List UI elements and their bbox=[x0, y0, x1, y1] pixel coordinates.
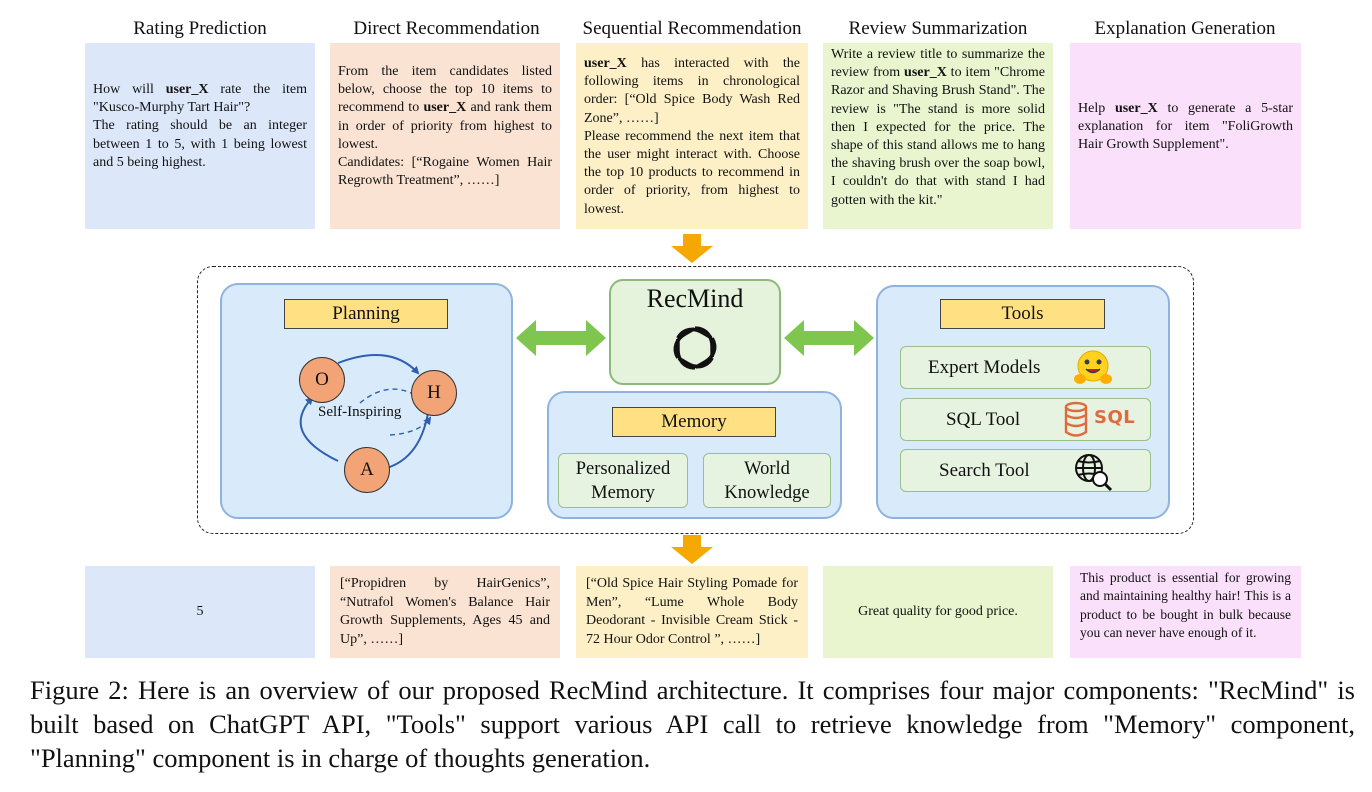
prompt-text: Help bbox=[1078, 101, 1115, 116]
prompt-text: From the item candidates listed below, c… bbox=[338, 64, 552, 116]
user-id: user_X bbox=[165, 82, 209, 97]
prompt-text: to item "Chrome Razor and Shaving Brush … bbox=[831, 65, 1045, 208]
user-id: user_X bbox=[904, 65, 947, 81]
tool-search-label: Search Tool bbox=[939, 459, 1030, 481]
recmind-title: RecMind bbox=[646, 284, 744, 313]
planning-header: Planning bbox=[284, 299, 448, 329]
planning-node-o: O bbox=[299, 357, 345, 403]
input-box-review-summarization: Write a review title to summarize the re… bbox=[823, 43, 1053, 229]
task-title-explanation-generation: Explanation Generation bbox=[1094, 18, 1276, 39]
memory-world-knowledge: World Knowledge bbox=[703, 453, 831, 508]
user-id: user_X bbox=[1114, 101, 1158, 116]
self-inspiring-label: Self-Inspiring bbox=[318, 404, 402, 420]
task-title-sequential-recommendation: Sequential Recommendation bbox=[582, 18, 802, 39]
output-text: 5 bbox=[196, 603, 204, 619]
tool-expert-models-label: Expert Models bbox=[928, 356, 1041, 378]
prompt-text: rate the item "Kusco-Murphy Tart Hair"? bbox=[93, 82, 308, 116]
user-id: user_X bbox=[423, 100, 467, 116]
output-text: This product is essential for growing an… bbox=[1080, 570, 1291, 640]
globe-search-icon bbox=[1075, 454, 1113, 492]
double-arrow-recmind-tools bbox=[784, 320, 874, 356]
output-box-explanation-generation: This product is essential for growing an… bbox=[1070, 566, 1301, 658]
memory-personalized-label: Personalized Memory bbox=[575, 458, 671, 503]
planning-node-a: A bbox=[344, 447, 390, 493]
memory-world-knowledge-label: World Knowledge bbox=[724, 458, 810, 503]
input-box-explanation-generation: Help user_X to generate a 5-star explana… bbox=[1070, 43, 1301, 229]
prompt-text: Write a review title to summarize the re… bbox=[831, 47, 1045, 81]
architecture-frame bbox=[197, 266, 1194, 534]
output-box-rating-prediction: 5 bbox=[85, 566, 315, 658]
input-box-rating-prediction: How will user_X rate the item "Kusco-Mur… bbox=[85, 43, 315, 229]
tool-search: Search Tool bbox=[900, 449, 1151, 492]
hugging-face-icon bbox=[1074, 350, 1112, 384]
figure-caption: Figure 2: Here is an overview of our pro… bbox=[30, 675, 1355, 773]
prompt-text: and rank them in order of priority from … bbox=[338, 100, 552, 152]
task-title-direct-recommendation: Direct Recommendation bbox=[353, 18, 540, 39]
tool-sql: SQL Tool bbox=[900, 398, 1151, 441]
candidates-text: Candidates: [“Rogaine Women Hair Regrowt… bbox=[338, 155, 552, 189]
output-text: Great quality for good price. bbox=[858, 603, 1018, 619]
tools-header: Tools bbox=[940, 299, 1105, 329]
sql-database-icon bbox=[1064, 401, 1088, 437]
input-box-direct-recommendation: From the item candidates listed below, c… bbox=[330, 43, 560, 229]
planning-node-h: H bbox=[411, 370, 457, 416]
output-box-direct-recommendation: [“Propidren by HairGenics”, “Nutrafol Wo… bbox=[330, 566, 560, 658]
output-box-sequential-recommendation: [“Old Spice Hair Styling Pomade for Men”… bbox=[576, 566, 808, 658]
memory-personalized: Personalized Memory bbox=[558, 453, 688, 508]
prompt-text: Please recommend the next item that the … bbox=[584, 128, 800, 217]
tool-sql-label: SQL Tool bbox=[946, 408, 1021, 430]
down-arrow-output bbox=[671, 535, 713, 564]
down-arrow-input bbox=[671, 234, 713, 263]
prompt-text: has interacted with the following items … bbox=[584, 56, 800, 126]
openai-logo-icon bbox=[673, 326, 717, 370]
prompt-text: The rating should be an integer between … bbox=[93, 118, 307, 170]
output-text: [“Old Spice Hair Styling Pomade for Men”… bbox=[586, 576, 798, 647]
memory-header: Memory bbox=[612, 407, 776, 437]
double-arrow-planning-recmind bbox=[516, 320, 606, 356]
output-text: [“Propidren by HairGenics”, “Nutrafol Wo… bbox=[340, 576, 550, 647]
sql-icon-text: SQL bbox=[1094, 407, 1136, 428]
task-title-rating-prediction: Rating Prediction bbox=[133, 18, 267, 39]
tool-expert-models: Expert Models bbox=[900, 346, 1151, 389]
task-title-review-summarization: Review Summarization bbox=[848, 18, 1028, 39]
input-box-sequential-recommendation: user_X has interacted with the following… bbox=[576, 43, 808, 229]
user-id: user_X bbox=[584, 56, 627, 71]
output-box-review-summarization: Great quality for good price. bbox=[823, 566, 1053, 658]
prompt-text: to generate a 5-star explanation for ite… bbox=[1078, 101, 1293, 153]
prompt-text: How will bbox=[93, 82, 166, 97]
